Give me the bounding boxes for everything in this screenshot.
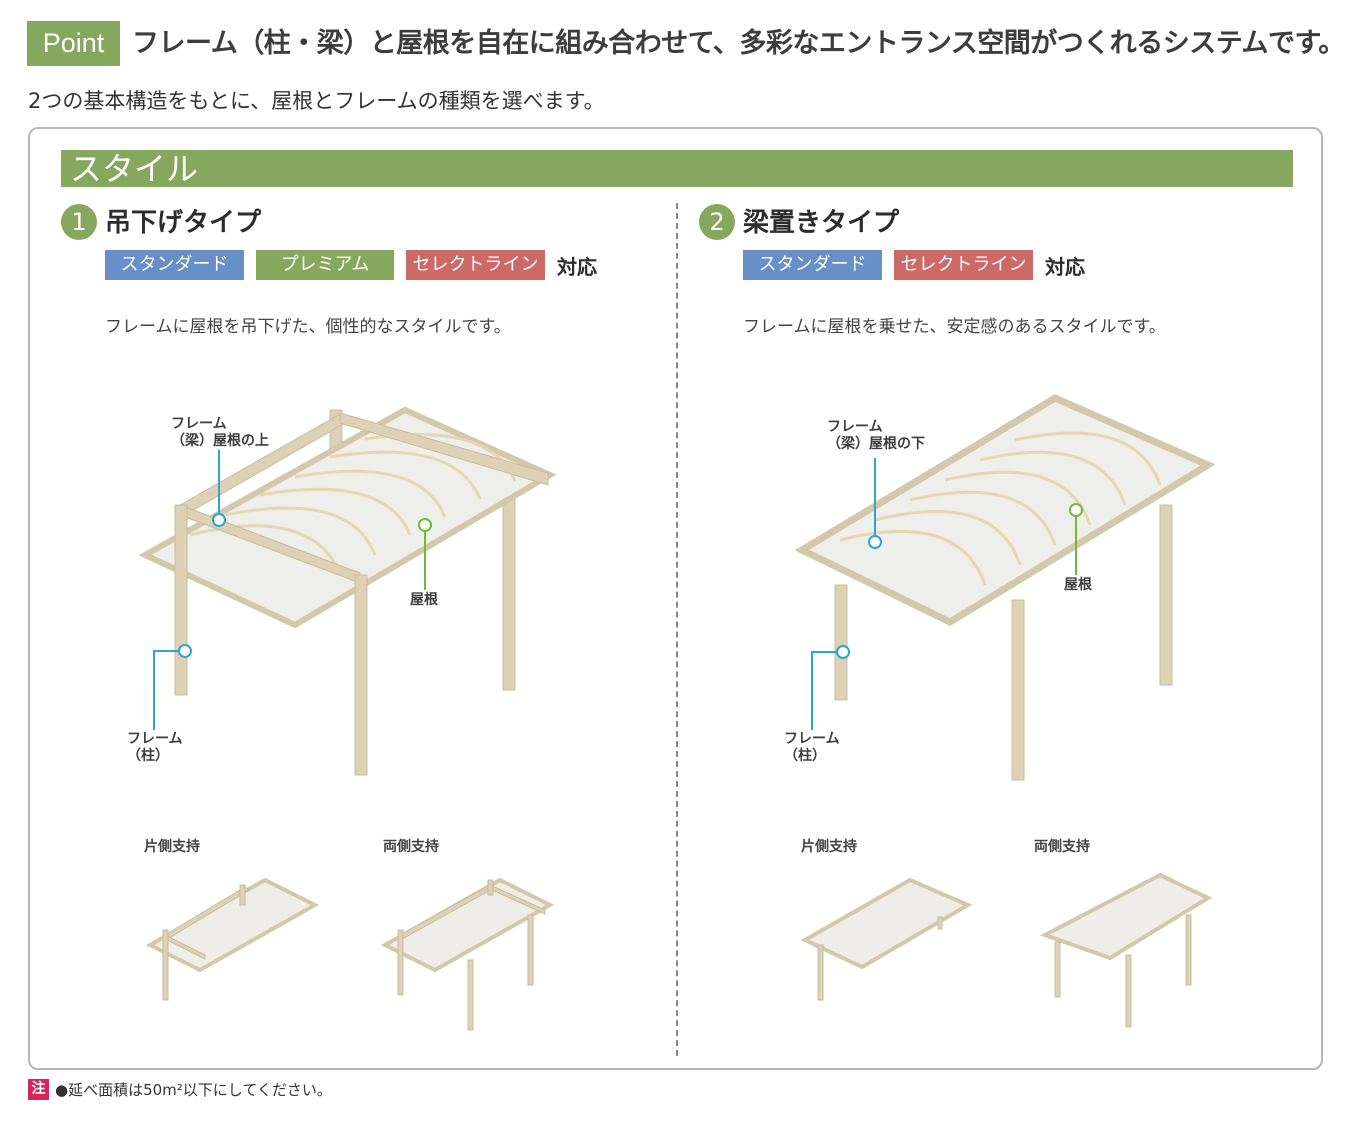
page-subtitle: 2つの基本構造をもとに、屋根とフレームの種類を選べます。 bbox=[28, 89, 605, 113]
tag-standard: スタンダード bbox=[743, 250, 882, 280]
callout-line: （柱） bbox=[784, 748, 826, 764]
hanging-type-diagram bbox=[138, 406, 557, 776]
type-1-heading: 1 吊下げタイプ bbox=[61, 200, 661, 242]
hanging-both-sides-diagram bbox=[380, 877, 555, 1031]
section-title: スタイル bbox=[61, 150, 1293, 188]
footnote: 注 ●延べ面積は50m²以下にしてください。 bbox=[28, 1079, 332, 1100]
type-name: 梁置きタイプ bbox=[743, 208, 900, 238]
type-2-heading: 2 梁置きタイプ bbox=[699, 200, 1299, 242]
callout-line: （梁）屋根の上 bbox=[171, 433, 269, 449]
variant-label-one-side: 片側支持 bbox=[144, 839, 200, 855]
tag-selectline: セレクトライン bbox=[894, 250, 1033, 280]
point-badge: Point bbox=[27, 21, 120, 66]
tag-suffix: 対応 bbox=[1045, 254, 1085, 279]
tag-premium: プレミアム bbox=[256, 250, 394, 280]
column-divider bbox=[676, 203, 678, 1056]
callout-line: フレーム bbox=[784, 731, 840, 747]
callout-line: （梁）屋根の下 bbox=[827, 436, 925, 452]
note-badge: 注 bbox=[28, 1079, 49, 1100]
callout-line: フレーム bbox=[827, 419, 883, 435]
style-panel bbox=[28, 127, 1323, 1070]
variant-label-one-side: 片側支持 bbox=[801, 839, 857, 855]
beam-mount-type-diagram bbox=[794, 394, 1216, 781]
callout-line: （柱） bbox=[127, 748, 169, 764]
type-description: フレームに屋根を吊下げた、個性的なスタイルです。 bbox=[105, 317, 511, 337]
callout-post-label: フレーム （柱） bbox=[127, 731, 183, 765]
type-description: フレームに屋根を乗せた、安定感のあるスタイルです。 bbox=[743, 317, 1166, 337]
type-name: 吊下げタイプ bbox=[105, 208, 262, 238]
page-headline: フレーム（柱・梁）と屋根を自在に組み合わせて、多彩なエントランス空間がつくれるシ… bbox=[132, 28, 1345, 59]
beam-mount-one-side-diagram bbox=[800, 877, 973, 1001]
variant-label-both-sides: 両側支持 bbox=[383, 839, 439, 855]
callout-beam-label: フレーム （梁）屋根の上 bbox=[171, 416, 269, 450]
tag-suffix: 対応 bbox=[557, 254, 597, 279]
number-badge: 1 bbox=[61, 204, 97, 240]
compatible-lines: スタンダード プレミアム セレクトライン 対応 bbox=[105, 250, 597, 280]
compatible-lines: スタンダード セレクトライン 対応 bbox=[743, 250, 1085, 280]
number-badge: 2 bbox=[699, 204, 735, 240]
callout-line: フレーム bbox=[127, 731, 183, 747]
note-text: ●延べ面積は50m²以下にしてください。 bbox=[55, 1081, 332, 1099]
tag-selectline: セレクトライン bbox=[406, 250, 545, 280]
callout-beam-label: フレーム （梁）屋根の下 bbox=[827, 419, 925, 453]
variant-label-both-sides: 両側支持 bbox=[1034, 839, 1090, 855]
tag-standard: スタンダード bbox=[105, 250, 244, 280]
type-1-column: 1 吊下げタイプ スタンダード プレミアム セレクトライン 対応 フレームに屋根… bbox=[61, 200, 661, 337]
hanging-one-side-diagram bbox=[145, 877, 320, 1001]
callout-roof-label: 屋根 bbox=[410, 592, 438, 608]
callout-roof-label: 屋根 bbox=[1064, 577, 1092, 593]
beam-mount-both-sides-diagram bbox=[1040, 872, 1213, 1028]
type-2-column: 2 梁置きタイプ スタンダード セレクトライン 対応 フレームに屋根を乗せた、安… bbox=[699, 200, 1299, 337]
callout-line: フレーム bbox=[171, 416, 227, 432]
callout-post-label: フレーム （柱） bbox=[784, 731, 840, 765]
